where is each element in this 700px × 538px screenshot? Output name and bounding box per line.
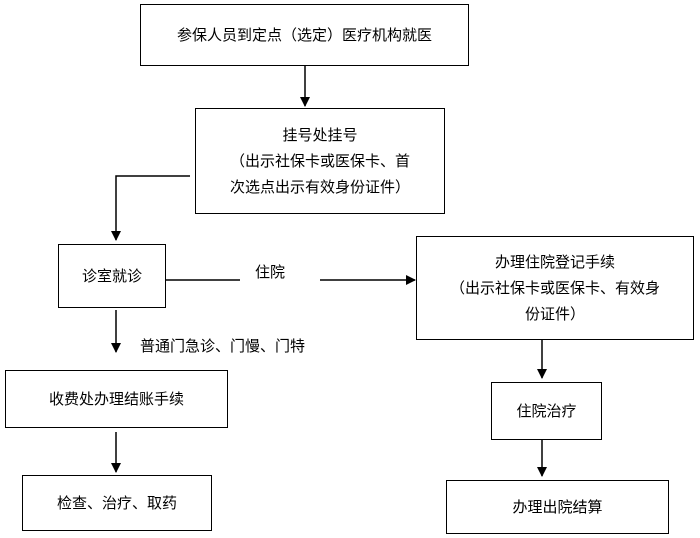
node-inpatient: 住院治疗 bbox=[491, 382, 602, 440]
node-register-note-1: （出示社保卡或医保卡、首 bbox=[229, 151, 410, 170]
node-clinic-text: 诊室就诊 bbox=[81, 266, 142, 285]
node-payment: 收费处办理结账手续 bbox=[5, 370, 228, 428]
edge-label-hospitalize: 住院 bbox=[255, 263, 286, 281]
node-discharge-text: 办理出院结算 bbox=[512, 497, 603, 516]
node-admission-title: 办理住院登记手续 bbox=[494, 252, 615, 271]
node-admission-note-2: 份证件） bbox=[524, 305, 585, 324]
node-register-note-2: 次选点出示有效身份证件） bbox=[229, 178, 410, 197]
edge-label-outpatient: 普通门急诊、门慢、门特 bbox=[140, 337, 306, 355]
node-inpatient-text: 住院治疗 bbox=[516, 401, 577, 420]
node-start-text: 参保人员到定点（选定）医疗机构就医 bbox=[176, 25, 432, 44]
arrow-register-to-clinic bbox=[111, 175, 190, 241]
node-exam-text: 检查、治疗、取药 bbox=[56, 493, 177, 512]
node-admission: 办理住院登记手续 （出示社保卡或医保卡、有效身 份证件） bbox=[416, 236, 694, 340]
node-admission-note-1: （出示社保卡或医保卡、有效身 bbox=[449, 278, 660, 297]
node-clinic: 诊室就诊 bbox=[58, 244, 166, 308]
node-payment-text: 收费处办理结账手续 bbox=[48, 389, 184, 408]
node-exam: 检查、治疗、取药 bbox=[22, 475, 212, 531]
node-register-title: 挂号处挂号 bbox=[282, 125, 358, 144]
node-start: 参保人员到定点（选定）医疗机构就医 bbox=[140, 4, 469, 66]
node-register: 挂号处挂号 （出示社保卡或医保卡、首 次选点出示有效身份证件） bbox=[195, 108, 445, 214]
node-discharge: 办理出院结算 bbox=[446, 480, 669, 534]
